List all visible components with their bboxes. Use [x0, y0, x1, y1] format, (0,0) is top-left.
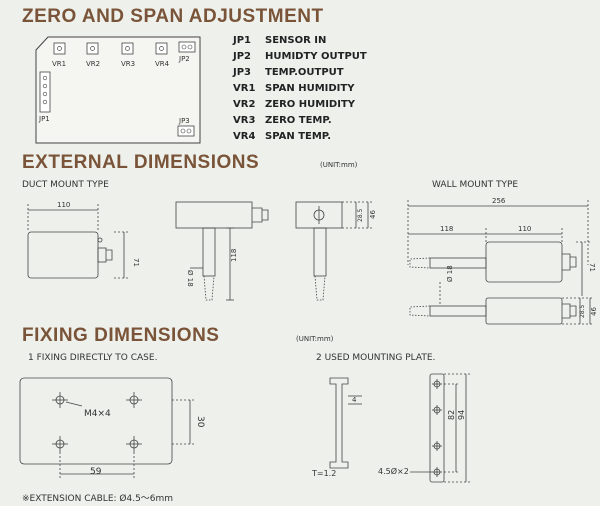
pot-vr3: [121, 42, 134, 55]
fixing-unit-label: (UNIT:mm): [296, 335, 334, 343]
label-jp3: JP3: [178, 117, 190, 125]
fixing-dimensions-heading: FIXING DIMENSIONS: [22, 325, 220, 346]
fixing-hole-br: [126, 436, 142, 452]
plate-hole-2: [432, 405, 442, 415]
wall-dim-probe: 118: [440, 225, 453, 233]
plate-hole-1: [432, 379, 442, 389]
fixing-screw-label: M4×4: [84, 409, 111, 419]
label-vr3: VR3: [121, 60, 135, 68]
wall-side-probe: [429, 305, 487, 317]
external-dimensions-heading: EXTERNAL DIMENSIONS: [22, 152, 260, 173]
label-vr1: VR1: [52, 60, 66, 68]
wall-dim-small: 28.5: [579, 304, 586, 318]
plate-dim-4: 4: [352, 396, 357, 404]
fixing-case: [19, 377, 173, 465]
plate-holes-label: 4.5Ø×2: [378, 466, 409, 476]
plate-dim-94: 94: [457, 410, 466, 420]
wall-dim-height: 71: [588, 263, 596, 272]
pot-vr2: [86, 42, 99, 55]
fixing-dim-30: 30: [195, 416, 205, 428]
duct-end-probe: [313, 227, 327, 277]
duct-dim-probe: 118: [230, 249, 238, 262]
plate-front: [429, 373, 445, 483]
plate-hole-3: [432, 441, 442, 451]
label-jp1: JP1: [38, 115, 50, 123]
plate-thickness: T=1.2: [311, 469, 336, 478]
fixing-hole-bl: [52, 436, 68, 452]
plate-hole-4: [432, 467, 442, 477]
duct-dim-height: 71: [132, 258, 140, 267]
duct-side-probe: [202, 227, 216, 277]
duct-dim-dia: Ø 18: [186, 270, 194, 287]
duct-dim-side-small: 28.5: [357, 208, 364, 222]
wall-dim-total: 256: [492, 197, 506, 205]
duct-mount-title: DUCT MOUNT TYPE: [22, 180, 109, 190]
duct-dim-side-h: 46: [369, 210, 377, 219]
wall-dim-body: 110: [518, 225, 531, 233]
pot-vr4: [155, 42, 168, 55]
wall-top-probe: [429, 257, 487, 269]
jumper-jp2: [178, 41, 196, 53]
label-jp2: JP2: [178, 55, 190, 63]
label-vr2: VR2: [86, 60, 100, 68]
jumper-jp3: [177, 125, 195, 137]
duct-front-connector: [97, 247, 107, 263]
extension-cable-note: ※EXTENSION CABLE: Ø4.5〜6mm: [22, 494, 174, 504]
jumper-jp1: [39, 71, 51, 113]
plate-profile: [329, 377, 349, 469]
pot-vr1: [53, 42, 66, 55]
fixing-hole-tr: [126, 392, 142, 408]
wall-dim-side: 46: [590, 307, 598, 316]
external-unit-label: (UNIT:mm): [320, 161, 358, 169]
label-vr4: VR4: [155, 60, 170, 68]
fixing-hole-tl: [52, 392, 68, 408]
fixing-item-1: 1 FIXING DIRECTLY TO CASE.: [28, 353, 158, 363]
duct-dim-width: 110: [57, 201, 70, 209]
circuit-board-outline: [35, 36, 201, 144]
wall-dim-dia: Ø 18: [446, 265, 454, 282]
plate-dim-82: 82: [447, 410, 456, 420]
zero-span-heading: ZERO AND SPAN ADJUSTMENT: [22, 6, 324, 27]
fixing-item-2: 2 USED MOUNTING PLATE.: [316, 353, 436, 363]
wall-mount-title: WALL MOUNT TYPE: [432, 180, 519, 190]
fixing-dim-59: 59: [90, 467, 102, 477]
